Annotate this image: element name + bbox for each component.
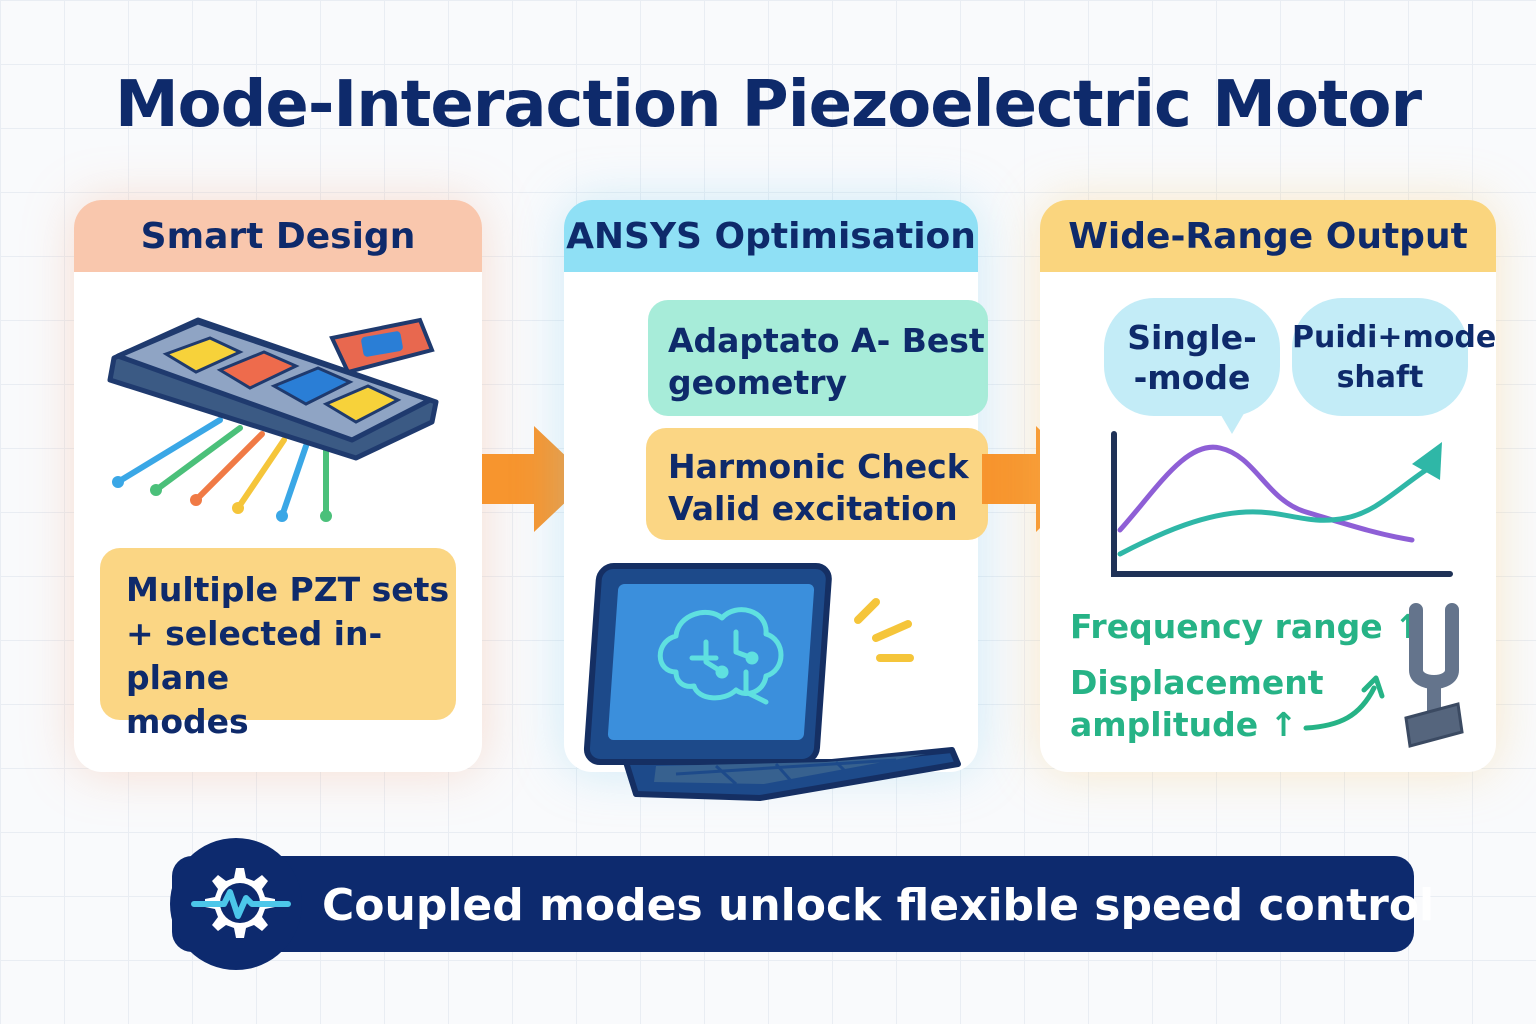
pzt-note-line: + selected in-plane: [126, 614, 383, 697]
disp-line: amplitude ↑: [1070, 705, 1298, 744]
bubble2-line: Puidi+mode: [1292, 320, 1497, 355]
summary-banner: [172, 856, 1414, 952]
gear-wave-icon: [191, 868, 291, 938]
single-mode-bubble: Single- -mode: [1104, 298, 1280, 416]
bubble2-line: shaft: [1336, 360, 1424, 395]
bubble-tail: [1218, 410, 1246, 434]
adapt-line: Adaptato A- Best: [668, 321, 985, 360]
pzt-sets-note: Multiple PZT sets + selected in-plane mo…: [100, 548, 456, 741]
smart-design-heading: Smart Design: [74, 200, 482, 272]
harmonic-check-box: Harmonic Check Valid excitation: [646, 428, 988, 540]
pzt-note-line: modes: [126, 702, 249, 741]
frequency-range-label: Frequency range ↑: [1070, 607, 1422, 646]
output-heading: Wide-Range Output: [1040, 200, 1496, 272]
tuning-fork-icon: [1404, 603, 1464, 748]
harmonic-line: Harmonic Check: [668, 447, 969, 486]
ansys-heading: ANSYS Optimisation: [564, 200, 978, 272]
harmonic-line: Valid excitation: [668, 489, 958, 528]
laptop-brain-icon: [583, 563, 961, 801]
pzt-plate-icon: [107, 317, 439, 522]
bubble1-line: -mode: [1133, 358, 1251, 397]
flow-arrow-icon: [482, 426, 590, 532]
bubble1-line: Single-: [1127, 318, 1257, 357]
adapt-line: geometry: [668, 363, 848, 402]
page-title: Mode-Interaction Piezoelectric Motor: [114, 68, 1422, 142]
multi-mode-bubble: Puidi+mode shaft: [1292, 298, 1497, 416]
green-arrow-icon: [1303, 675, 1385, 731]
disp-line: Displacement: [1070, 663, 1324, 702]
adaptive-geometry-box: Adaptato A- Best geometry: [648, 300, 988, 416]
mode-curve-icon: [1111, 431, 1453, 577]
displacement-amplitude-label: Displacement amplitude ↑: [1070, 662, 1324, 746]
banner-text: Coupled modes unlock flexible speed cont…: [322, 880, 1435, 931]
pzt-note-line: Multiple PZT sets: [126, 570, 450, 609]
